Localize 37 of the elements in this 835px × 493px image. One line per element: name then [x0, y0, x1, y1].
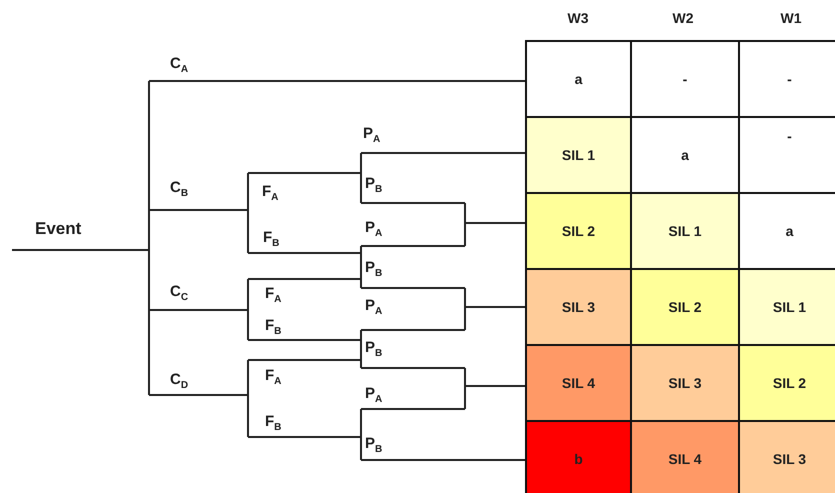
table-cell: SIL 1 — [632, 194, 740, 270]
branch-label: P$_{B}$ — [365, 260, 382, 279]
table-cell: a — [527, 42, 632, 118]
branch-label: F$_{B}$ — [263, 230, 280, 249]
table-cell: SIL 3 — [740, 422, 835, 493]
branch-label: C$_{C}$ — [170, 284, 188, 303]
table-cell: SIL 4 — [632, 422, 740, 493]
branch-label: F$_{A}$ — [265, 286, 282, 305]
branch-label: P$_{B}$ — [365, 340, 382, 359]
branch-label: P$_{B}$ — [365, 436, 382, 455]
column-header: W1 — [780, 10, 802, 26]
branch-label: P$_{A}$ — [365, 220, 382, 239]
branch-label: F$_{A}$ — [262, 184, 278, 203]
branch-label: P$_{A}$ — [365, 298, 382, 317]
branch-label: C$_{B}$ — [170, 180, 188, 199]
branch-label: F$_{B}$ — [265, 414, 282, 433]
table-cell: a — [632, 118, 740, 194]
table-cell: SIL 2 — [632, 270, 740, 346]
table-cell: SIL 3 — [632, 346, 740, 422]
table-cell: SIL 1 — [740, 270, 835, 346]
table-cell: SIL 4 — [527, 346, 632, 422]
branch-label: C$_{D}$ — [170, 372, 188, 391]
table-cell: b — [527, 422, 632, 493]
table-cell: SIL 1 — [527, 118, 632, 194]
table-cell: SIL 2 — [527, 194, 632, 270]
event-label: Event — [35, 220, 82, 237]
table-cell: SIL 3 — [527, 270, 632, 346]
branch-label: C$_{A}$ — [170, 56, 188, 75]
branch-label: F$_{A}$ — [265, 368, 282, 387]
branch-label: F$_{B}$ — [265, 318, 282, 337]
column-header: W2 — [672, 10, 694, 26]
branch-label: P$_{A}$ — [365, 386, 382, 405]
column-header: W3 — [566, 10, 590, 26]
branch-label: P$_{B}$ — [365, 176, 382, 195]
table-cell: - — [632, 42, 740, 118]
branch-label: P$_{A}$ — [363, 126, 380, 145]
table-cell: SIL 2 — [740, 346, 835, 422]
